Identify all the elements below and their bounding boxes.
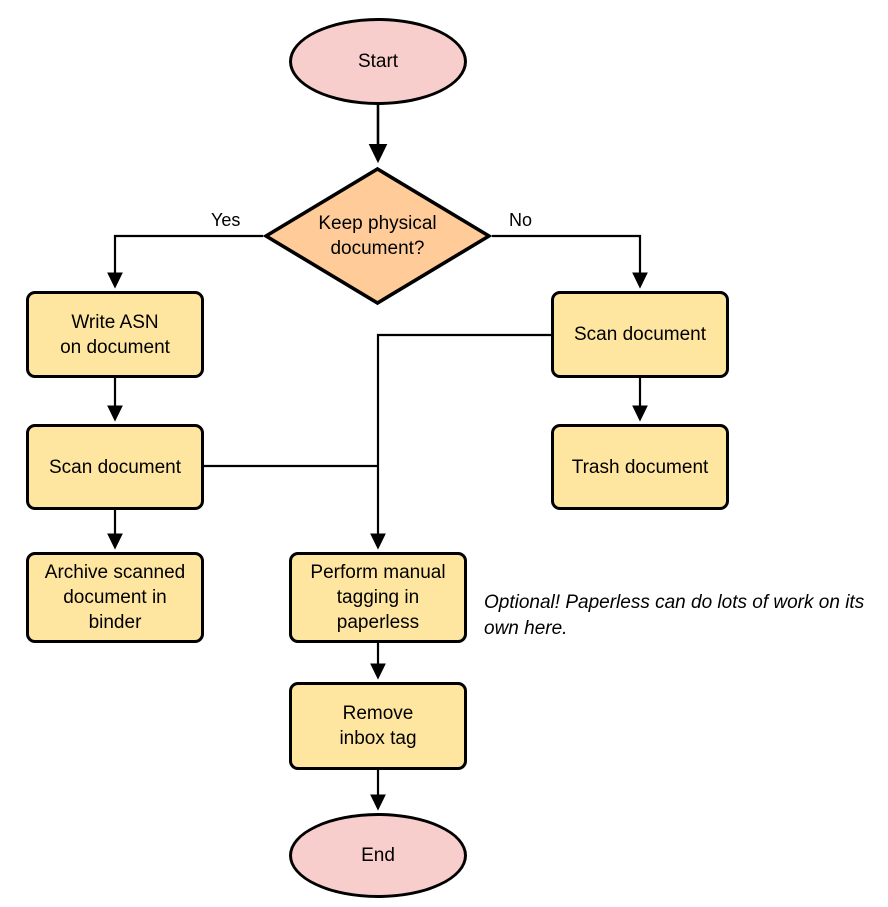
node-trash-document[interactable]: Trash document bbox=[551, 424, 729, 510]
node-remove-inbox-tag[interactable]: Remove inbox tag bbox=[289, 682, 467, 770]
edge-scan-right-to-tagging bbox=[370, 333, 551, 550]
node-start[interactable]: Start bbox=[289, 18, 467, 105]
edge-yes-to-write-asn bbox=[107, 234, 263, 289]
edge-label-yes: Yes bbox=[209, 210, 243, 230]
node-trash-document-label: Trash document bbox=[571, 456, 709, 478]
node-perform-manual-tagging-in-paperless[interactable]: Perform manual tagging in paperless bbox=[289, 552, 467, 643]
node-scan-document-right-label: Scan document bbox=[573, 324, 707, 345]
node-write-asn-label: Write ASN on document bbox=[60, 311, 170, 358]
decision-diamond-shape bbox=[262, 166, 493, 306]
edge-no-to-scan-right bbox=[492, 234, 648, 289]
node-decision-keep-physical-document[interactable]: Keep physical document? bbox=[262, 166, 493, 306]
node-decision-label: Keep physical document? bbox=[318, 213, 437, 259]
annotation-optional-note: Optional! Paperless can do lots of work … bbox=[484, 592, 865, 639]
node-archive-label: Archive scanned document in binder bbox=[44, 562, 186, 633]
node-remove-inbox-tag-label: Remove inbox tag bbox=[339, 703, 417, 749]
node-tagging-label: Perform manual tagging in paperless bbox=[310, 562, 446, 633]
node-write-asn-on-document[interactable]: Write ASN on document bbox=[26, 291, 204, 378]
edge-label-no: No bbox=[507, 210, 535, 230]
node-scan-document-right[interactable]: Scan document bbox=[551, 291, 729, 378]
node-end[interactable]: End bbox=[289, 813, 467, 898]
node-scan-document-left-label: Scan document bbox=[48, 456, 182, 478]
node-scan-document-left[interactable]: Scan document bbox=[26, 424, 204, 510]
node-end-label: End bbox=[361, 845, 395, 866]
node-start-label: Start bbox=[357, 51, 399, 72]
node-archive-scanned-document-in-binder[interactable]: Archive scanned document in binder bbox=[26, 552, 204, 643]
